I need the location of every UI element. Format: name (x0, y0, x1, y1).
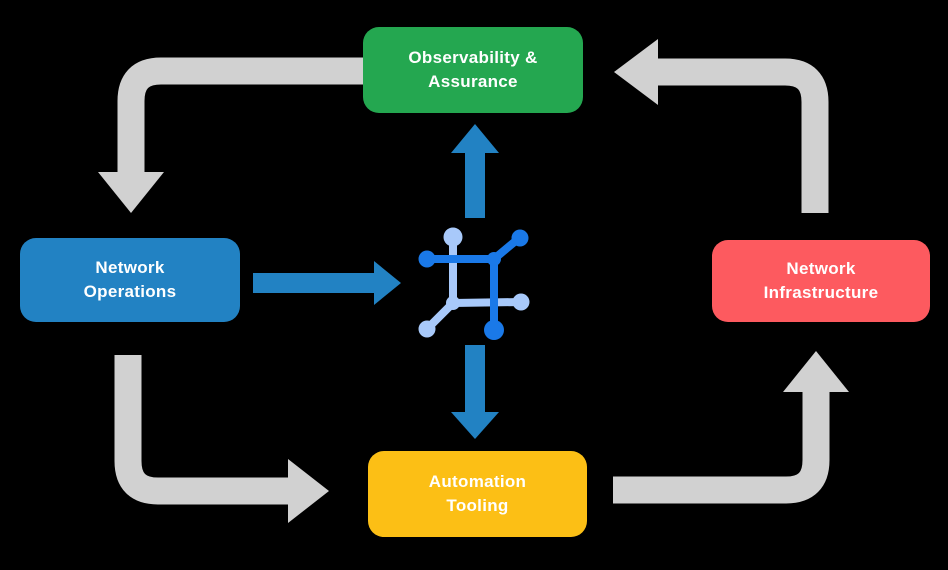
arrow-icon-to-automation (451, 345, 499, 439)
arrowhead-down (98, 172, 164, 213)
arrow-operations-to-automation (114, 355, 329, 523)
arrow-operations-to-icon (253, 261, 401, 305)
arrow-infrastructure-to-observability (614, 39, 829, 213)
arrowhead-right (374, 261, 401, 305)
node-automation-tooling: Automation Tooling (368, 451, 587, 537)
icon-node (511, 229, 529, 247)
node-network-infrastructure: Network Infrastructure (712, 240, 930, 322)
icon-node (512, 293, 530, 311)
arrowhead-up (783, 351, 849, 392)
icon-junction (446, 296, 460, 310)
node-label-line: Infrastructure (763, 283, 879, 302)
arrow-icon-to-observability (451, 124, 499, 218)
node-network-operations: Network Operations (20, 238, 240, 322)
node-label-line: Network (95, 258, 165, 277)
icon-node (418, 250, 436, 268)
arrow-automation-to-infrastructure (613, 351, 849, 504)
node-observability-assurance: Observability & Assurance (363, 27, 583, 113)
icon-node (484, 320, 504, 340)
node-label-line: Assurance (428, 72, 518, 91)
node-label-line: Observability & (408, 48, 538, 67)
arrowhead-up (451, 124, 499, 153)
node-label-line: Network (786, 259, 856, 278)
icon-node (443, 227, 463, 247)
node-label-line: Tooling (446, 496, 509, 515)
node-label-line: Operations (83, 282, 177, 301)
icon-node (418, 320, 436, 338)
icon-junction (487, 252, 501, 266)
network-mesh-icon (418, 227, 530, 340)
arrowhead-left (614, 39, 658, 105)
arrow-observability-to-operations (98, 57, 363, 213)
arrowhead-down (451, 412, 499, 439)
node-label-line: Automation (428, 472, 527, 491)
arrowhead-right (288, 459, 329, 523)
